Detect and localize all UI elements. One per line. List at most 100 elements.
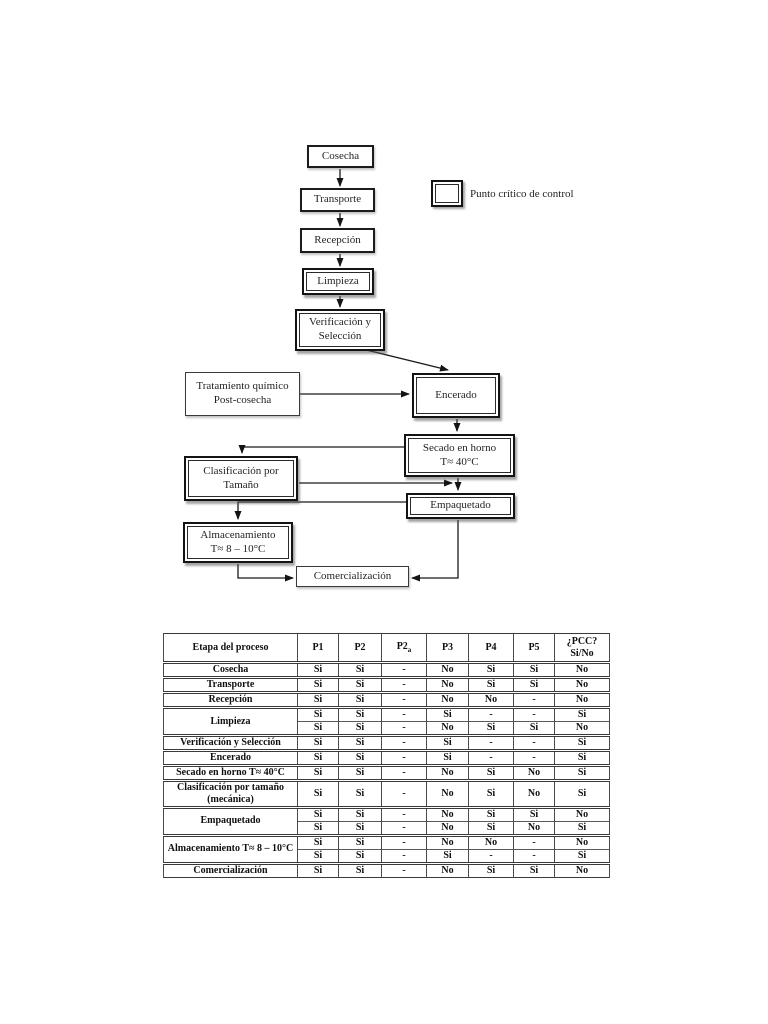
answer-cell: - xyxy=(381,676,427,693)
answer-cell: - xyxy=(468,706,514,722)
answer-cell: Si xyxy=(297,734,339,751)
stage-label-cell: Secado en horno T≈ 40°C xyxy=(163,764,298,781)
arrow-empaquetado-almacenamiento xyxy=(234,501,406,520)
answer-cell: - xyxy=(381,734,427,751)
answer-cell: Si xyxy=(513,861,555,878)
stage-label-cell: Cosecha xyxy=(163,661,298,678)
answer-cell: Si xyxy=(554,706,610,722)
node-encerado: Encerado xyxy=(412,373,500,418)
answer-cell: No xyxy=(554,661,610,678)
answer-cell: No xyxy=(426,820,469,836)
node-empaquetado: Empaquetado xyxy=(406,493,515,519)
answer-cell: Si xyxy=(338,861,382,878)
answer-cell: - xyxy=(381,661,427,678)
answer-cell: No xyxy=(554,691,610,708)
answer-cell: Si xyxy=(468,779,514,808)
answer-cell: Si xyxy=(338,691,382,708)
answer-cell: Si xyxy=(468,805,514,822)
answer-cell: Si xyxy=(468,661,514,678)
stage-label-cell: Encerado xyxy=(163,749,298,766)
pcc-decision-table: Etapa del proceso P1 P2 P2a P3 P4 P5 ¿PC… xyxy=(163,633,610,878)
answer-cell: No xyxy=(554,676,610,693)
answer-cell: Si xyxy=(468,861,514,878)
node-label: T≈ 40°C xyxy=(440,455,479,468)
answer-cell: - xyxy=(381,848,427,864)
answer-cell: No xyxy=(513,764,555,781)
answer-cell: - xyxy=(513,749,555,766)
node-label: Recepción xyxy=(314,233,361,246)
answer-cell: - xyxy=(381,749,427,766)
answer-cell: No xyxy=(554,805,610,822)
node-limpieza: Limpieza xyxy=(302,268,374,295)
col-header-p2: P2 xyxy=(338,633,382,664)
node-almacenamiento: Almacenamiento T≈ 8 – 10°C xyxy=(183,522,293,563)
answer-cell: Si xyxy=(554,779,610,808)
node-label: Comercialización xyxy=(313,569,392,582)
answer-cell: Si xyxy=(338,820,382,836)
answer-cell: No xyxy=(513,779,555,808)
answer-cell: Si xyxy=(297,691,339,708)
answer-cell: - xyxy=(381,805,427,822)
answer-cell: Si xyxy=(297,676,339,693)
answer-cell: Si xyxy=(297,779,339,808)
answer-cell: - xyxy=(381,861,427,878)
node-label: Transporte xyxy=(313,193,362,206)
answer-cell: Si xyxy=(554,734,610,751)
answer-cell: Si xyxy=(338,721,382,736)
node-comercializacion: Comercialización xyxy=(296,566,409,587)
answer-cell: - xyxy=(381,691,427,708)
answer-cell: - xyxy=(381,706,427,722)
answer-cell: Si xyxy=(297,764,339,781)
node-verificacion-seleccion: Verificación y Selección xyxy=(295,309,385,351)
stage-label-cell: Transporte xyxy=(163,676,298,693)
node-label: T≈ 8 – 10°C xyxy=(210,542,266,555)
answer-cell: Si xyxy=(513,721,555,736)
col-header-p2a: P2a xyxy=(381,633,427,664)
node-label: Encerado xyxy=(435,388,477,401)
answer-cell: Si xyxy=(554,848,610,864)
answer-cell: Si xyxy=(554,764,610,781)
stage-label-cell: Empaquetado xyxy=(163,805,298,836)
answer-cell: No xyxy=(426,661,469,678)
stage-label-cell: Recepción xyxy=(163,691,298,708)
answer-cell: No xyxy=(468,833,514,850)
answer-cell: Si xyxy=(297,749,339,766)
node-clasificacion-tamano: Clasificación por Tamaño xyxy=(184,456,298,501)
stage-label-cell: Clasificación por tamaño (mecánica) xyxy=(163,779,298,808)
answer-cell: Si xyxy=(338,749,382,766)
answer-cell: No xyxy=(426,779,469,808)
node-label: Clasificación por xyxy=(203,464,279,477)
col-header-etapa: Etapa del proceso xyxy=(163,633,298,664)
answer-cell: - xyxy=(468,734,514,751)
answer-cell: Si xyxy=(297,805,339,822)
answer-cell: Si xyxy=(297,706,339,722)
answer-cell: - xyxy=(468,749,514,766)
answer-cell: No xyxy=(426,721,469,736)
answer-cell: Si xyxy=(468,676,514,693)
header-row: Etapa del proceso P1 P2 P2a P3 P4 P5 ¿PC… xyxy=(163,633,610,664)
node-secado-horno: Secado en horno T≈ 40°C xyxy=(404,434,515,477)
answer-cell: Si xyxy=(426,848,469,864)
answer-cell: - xyxy=(513,706,555,722)
node-cosecha: Cosecha xyxy=(307,145,374,168)
stage-label-cell: Comercialización xyxy=(163,861,298,878)
answer-cell: Si xyxy=(513,805,555,822)
answer-cell: Si xyxy=(513,676,555,693)
legend: Punto crítico de control xyxy=(431,180,574,207)
col-header-pcc: ¿PCC? Si/No xyxy=(554,633,610,664)
answer-cell: No xyxy=(426,833,469,850)
answer-cell: Si xyxy=(297,721,339,736)
answer-cell: Si xyxy=(338,676,382,693)
node-label: Cosecha xyxy=(321,149,360,162)
answer-cell: - xyxy=(381,833,427,850)
